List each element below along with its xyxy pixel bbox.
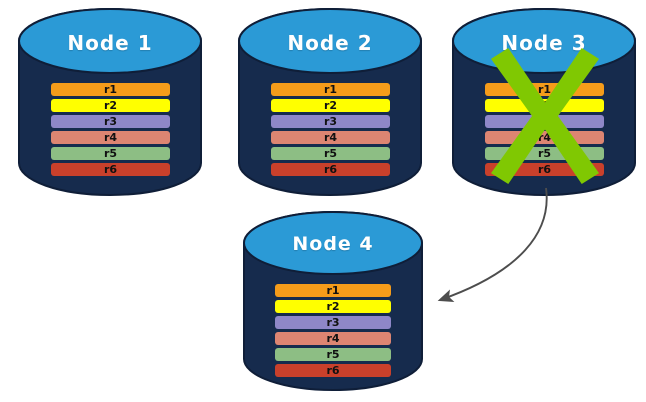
row-bar-r3[interactable]: r3 [51, 115, 170, 128]
row-bar-r6[interactable]: r6 [485, 163, 604, 176]
row-bar-r4[interactable]: r4 [51, 131, 170, 144]
row-bar-r6[interactable]: r6 [275, 364, 391, 377]
row-bar-r1[interactable]: r1 [275, 284, 391, 297]
row-bar-r2[interactable]: r2 [271, 99, 390, 112]
row-bar-r6[interactable]: r6 [271, 163, 390, 176]
cylinder-top-disc [238, 8, 422, 74]
row-bar-r5[interactable]: r5 [51, 147, 170, 160]
row-bar-r5[interactable]: r5 [485, 147, 604, 160]
cylinder-top-disc [452, 8, 636, 74]
row-bar-r3[interactable]: r3 [271, 115, 390, 128]
row-bar-r5[interactable]: r5 [271, 147, 390, 160]
row-bar-r2[interactable]: r2 [51, 99, 170, 112]
row-bar-r1[interactable]: r1 [51, 83, 170, 96]
row-bar-r4[interactable]: r4 [485, 131, 604, 144]
cylinder-top-disc [18, 8, 202, 74]
row-bar-r3[interactable]: r3 [275, 316, 391, 329]
row-bar-r1[interactable]: r1 [271, 83, 390, 96]
row-bar-r5[interactable]: r5 [275, 348, 391, 361]
row-bar-r3[interactable]: r3 [485, 115, 604, 128]
row-bar-r4[interactable]: r4 [271, 131, 390, 144]
cylinder-top-disc [243, 211, 423, 275]
row-bar-r2[interactable]: r2 [275, 300, 391, 313]
row-bar-r6[interactable]: r6 [51, 163, 170, 176]
row-bar-r2[interactable]: r2 [485, 99, 604, 112]
row-bar-r1[interactable]: r1 [485, 83, 604, 96]
row-bar-r4[interactable]: r4 [275, 332, 391, 345]
